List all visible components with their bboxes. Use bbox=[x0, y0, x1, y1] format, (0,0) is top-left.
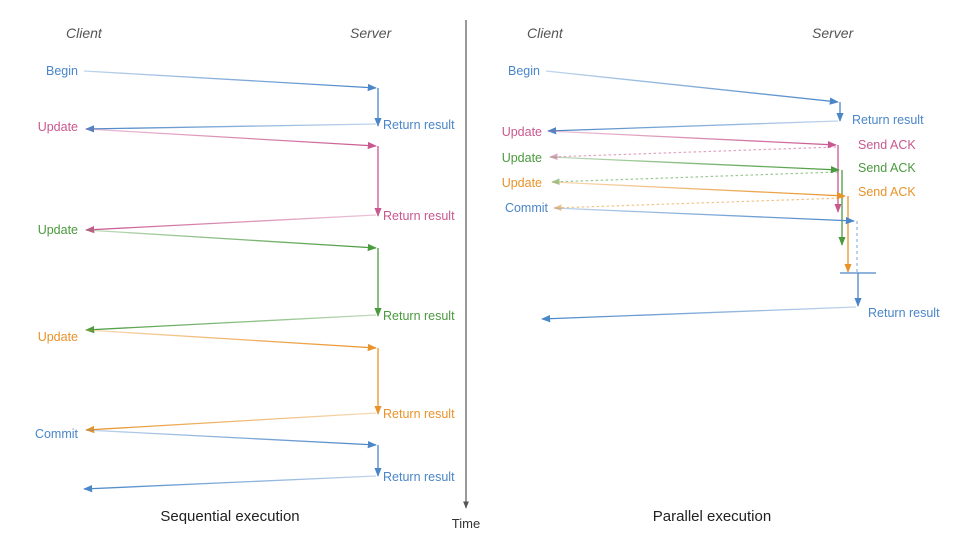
request-label-update-1: Update bbox=[38, 120, 78, 134]
panel-caption-sequential: Sequential execution bbox=[160, 508, 299, 525]
panel-caption-parallel: Parallel execution bbox=[653, 508, 771, 525]
request-label-commit: Commit bbox=[35, 427, 79, 441]
response-label-return-result: Return result bbox=[383, 309, 455, 323]
lifeline-label-server-left: Server bbox=[350, 25, 393, 41]
lifeline-label-client-right: Client bbox=[527, 25, 564, 41]
interaction-seq-4: Update Return result bbox=[38, 329, 455, 434]
lifeline-label-server-right: Server bbox=[812, 25, 855, 41]
response-label-send-ack: Send ACK bbox=[858, 161, 916, 175]
request-label-begin: Begin bbox=[46, 64, 78, 78]
response-label-return-result: Return result bbox=[383, 118, 455, 132]
panel-parallel: Client Server Begin Return result Update… bbox=[502, 25, 940, 525]
response-label-return-result: Return result bbox=[383, 407, 455, 421]
request-label-update-1: Update bbox=[502, 125, 542, 139]
interaction-seq-5: Commit Return result bbox=[35, 427, 455, 493]
time-axis: Time bbox=[452, 20, 480, 531]
request-label-update-3: Update bbox=[38, 330, 78, 344]
request-label-commit: Commit bbox=[505, 201, 549, 215]
response-label-return-result: Return result bbox=[383, 209, 455, 223]
response-label-return-result: Return result bbox=[383, 470, 455, 484]
request-label-update-2: Update bbox=[38, 223, 78, 237]
interaction-par-4: Update Send ACK bbox=[502, 176, 916, 273]
response-label-send-ack: Send ACK bbox=[858, 138, 916, 152]
request-label-update-3: Update bbox=[502, 176, 542, 190]
interaction-par-2: Update Send ACK bbox=[502, 125, 916, 213]
panel-sequential: Client Server Begin Return result Update… bbox=[35, 25, 455, 525]
lifeline-label-client-left: Client bbox=[66, 25, 103, 41]
interaction-seq-3: Update Return result bbox=[38, 223, 455, 334]
interaction-par-3: Update Send ACK bbox=[502, 151, 916, 246]
request-label-update-2: Update bbox=[502, 151, 542, 165]
interaction-seq-2: Update Return result bbox=[38, 120, 455, 234]
response-label-return-result: Return result bbox=[852, 113, 924, 127]
response-label-return-result: Return result bbox=[868, 306, 940, 320]
response-label-send-ack: Send ACK bbox=[858, 185, 916, 199]
interaction-seq-1: Begin Return result bbox=[46, 64, 455, 133]
time-axis-label: Time bbox=[452, 516, 480, 531]
interaction-par-5: Commit Return result bbox=[505, 201, 940, 323]
interaction-par-1: Begin Return result bbox=[508, 64, 924, 135]
request-label-begin: Begin bbox=[508, 64, 540, 78]
